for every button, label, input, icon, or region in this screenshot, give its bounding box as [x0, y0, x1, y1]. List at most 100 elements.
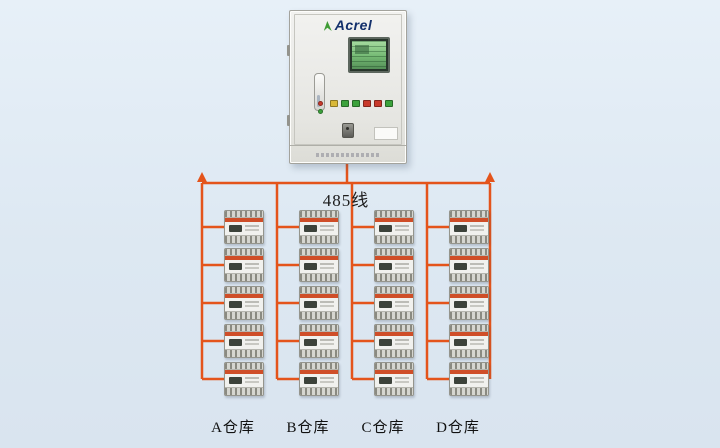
terminal-strip-top — [375, 249, 413, 256]
device-body — [450, 298, 488, 312]
label-sticker — [374, 127, 398, 140]
device-display — [379, 263, 392, 270]
device-module-D1 — [449, 210, 489, 244]
device-display — [229, 301, 242, 308]
panel-button-row — [330, 100, 393, 107]
device-body — [375, 260, 413, 274]
terminal-strip-top — [225, 249, 263, 256]
terminal-strip-bottom — [300, 273, 338, 281]
device-module-A4 — [224, 324, 264, 358]
terminal-strip-top — [375, 363, 413, 370]
device-body — [450, 336, 488, 350]
device-label-lines — [320, 377, 334, 379]
panel-button-3 — [352, 100, 360, 107]
terminal-strip-bottom — [450, 235, 488, 243]
hinge-icon — [287, 45, 290, 56]
device-accent-stripe — [300, 332, 338, 336]
terminal-strip-top — [375, 211, 413, 218]
bus-arrowhead-icon — [197, 172, 207, 182]
device-accent-stripe — [450, 294, 488, 298]
device-display — [454, 225, 467, 232]
brand-leaf-icon — [323, 21, 332, 31]
device-label-lines — [470, 339, 484, 341]
terminal-strip-top — [375, 287, 413, 294]
device-module-A1 — [224, 210, 264, 244]
device-label-lines — [395, 301, 409, 303]
device-display — [379, 377, 392, 384]
terminal-strip-bottom — [375, 235, 413, 243]
terminal-strip-bottom — [225, 387, 263, 395]
terminal-strip-bottom — [225, 273, 263, 281]
device-body — [225, 298, 263, 312]
terminal-strip-bottom — [375, 273, 413, 281]
terminal-strip-top — [450, 249, 488, 256]
device-accent-stripe — [450, 370, 488, 374]
bus-label: 485线 — [322, 191, 370, 210]
control-cabinet: Acrel — [287, 10, 407, 164]
device-display — [304, 225, 317, 232]
device-module-C5 — [374, 362, 414, 396]
device-body — [450, 374, 488, 388]
terminal-strip-top — [225, 287, 263, 294]
device-accent-stripe — [375, 294, 413, 298]
device-accent-stripe — [450, 256, 488, 260]
lcd-screen — [348, 37, 390, 73]
column-label-B: B仓库 — [286, 420, 330, 436]
terminal-strip-top — [225, 363, 263, 370]
device-module-B3 — [299, 286, 339, 320]
column-label-C: C仓库 — [361, 420, 405, 436]
status-led-green — [318, 109, 323, 114]
device-module-C2 — [374, 248, 414, 282]
terminal-strip-top — [300, 211, 338, 218]
device-module-D5 — [449, 362, 489, 396]
device-display — [454, 301, 467, 308]
device-display — [229, 225, 242, 232]
column-label-A: A仓库 — [211, 420, 255, 436]
terminal-strip-bottom — [450, 311, 488, 319]
panel-button-5 — [374, 100, 382, 107]
status-led-red — [318, 101, 323, 106]
device-body — [300, 336, 338, 350]
device-body — [375, 298, 413, 312]
terminal-strip-bottom — [300, 235, 338, 243]
device-label-lines — [245, 301, 259, 303]
device-display — [304, 263, 317, 270]
device-display — [379, 225, 392, 232]
device-accent-stripe — [375, 256, 413, 260]
terminal-strip-top — [375, 325, 413, 332]
terminal-strip-top — [450, 211, 488, 218]
device-module-D3 — [449, 286, 489, 320]
terminal-strip-top — [300, 249, 338, 256]
terminal-strip-bottom — [225, 235, 263, 243]
terminal-strip-bottom — [450, 273, 488, 281]
device-accent-stripe — [225, 332, 263, 336]
device-body — [450, 260, 488, 274]
device-display — [454, 339, 467, 346]
bus-arrowhead-icon — [485, 172, 495, 182]
device-module-C3 — [374, 286, 414, 320]
device-accent-stripe — [225, 294, 263, 298]
device-module-B4 — [299, 324, 339, 358]
panel-button-1 — [330, 100, 338, 107]
brand-text: Acrel — [334, 17, 373, 33]
device-label-lines — [470, 263, 484, 265]
device-display — [379, 301, 392, 308]
terminal-strip-top — [450, 325, 488, 332]
terminal-strip-top — [300, 325, 338, 332]
device-display — [304, 377, 317, 384]
device-body — [375, 336, 413, 350]
device-display — [229, 339, 242, 346]
cabinet-footer-text — [316, 153, 380, 157]
device-label-lines — [395, 225, 409, 227]
column-label-D: D仓库 — [436, 420, 480, 436]
device-body — [225, 336, 263, 350]
hinge-icon — [287, 115, 290, 126]
terminal-strip-top — [225, 325, 263, 332]
device-body — [300, 298, 338, 312]
terminal-strip-bottom — [375, 387, 413, 395]
lcd-display-content — [352, 41, 386, 69]
device-body — [225, 374, 263, 388]
device-accent-stripe — [225, 370, 263, 374]
